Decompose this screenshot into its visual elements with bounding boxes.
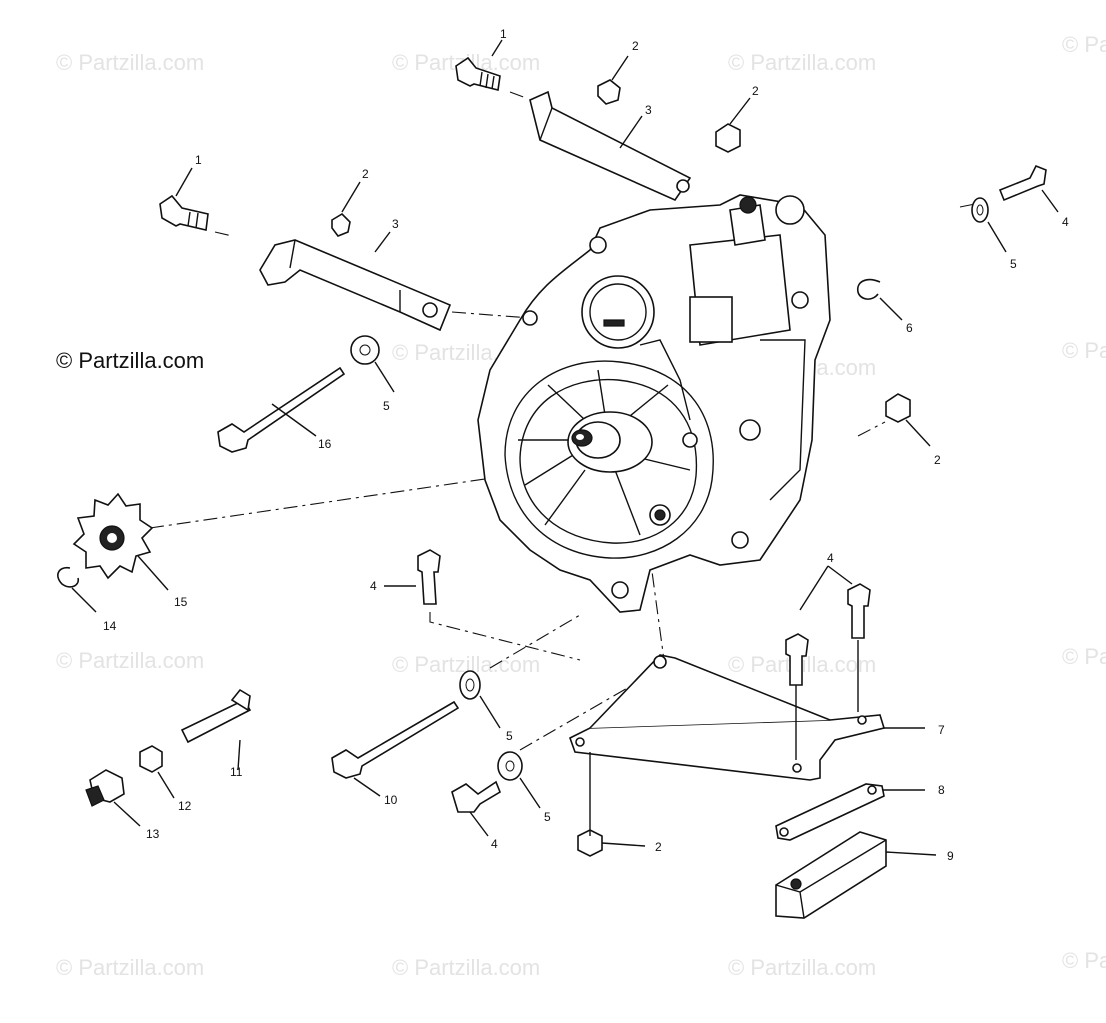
callout-label: 10 [384, 793, 398, 807]
bolt-part-1-top [455, 56, 501, 91]
callout-label: 9 [947, 849, 954, 863]
callout-label: 4 [1062, 215, 1069, 229]
watermark: © Partzilla.com [56, 955, 204, 980]
watermark: © Partzilla.com [1062, 948, 1106, 973]
callout-numbers: 1 2 3 1 2 3 2 4 5 6 5 16 2 15 14 4 4 7 5… [103, 27, 1069, 863]
callout-label: 4 [370, 579, 377, 593]
callout-label: 5 [383, 399, 390, 413]
brand-label: © Partzilla.com [56, 348, 204, 373]
plate-part-8 [775, 783, 885, 841]
spacer-block-part-9 [775, 831, 887, 919]
callout-label: 2 [934, 453, 941, 467]
stud-part-11 [180, 688, 252, 744]
nut-part-2 [139, 79, 911, 857]
watermark: © Partzilla.com [56, 50, 204, 75]
callout-label: 14 [103, 619, 117, 633]
drain-plug-part-13 [85, 769, 125, 807]
watermark: © Partzilla.com [56, 648, 204, 673]
callout-label: 6 [906, 321, 913, 335]
callout-label: 3 [645, 103, 652, 117]
callout-label: 5 [1010, 257, 1017, 271]
bolt-part-10 [331, 700, 460, 779]
washer-part-5 [350, 197, 989, 781]
bolt-part-1-left [159, 194, 209, 231]
mount-bracket-part-7 [569, 654, 886, 781]
bolt-part-4 [417, 164, 1047, 813]
callout-label: 5 [544, 810, 551, 824]
left-bracket [259, 239, 452, 332]
callout-label: 3 [392, 217, 399, 231]
callout-label: 15 [174, 595, 188, 609]
upper-bracket [529, 90, 692, 202]
watermark: © Partzilla.com [728, 50, 876, 75]
callout-label: 4 [827, 551, 834, 565]
watermark: © Partzilla.com [1062, 338, 1106, 363]
snap-ring-part-14 [57, 566, 80, 588]
callout-label: 2 [655, 840, 662, 854]
callout-label: 2 [632, 39, 639, 53]
hub-spokes [518, 369, 691, 536]
watermark: © Partzilla.com [1062, 644, 1106, 669]
watermark: © Partzilla.com [392, 955, 540, 980]
callout-label: 2 [362, 167, 369, 181]
callout-label: 1 [500, 27, 507, 41]
leader-lines [71, 39, 1059, 856]
callout-label: 11 [230, 765, 243, 779]
callout-label: 13 [146, 827, 160, 841]
watermarks: © Partzilla.com © Partzilla.com © Partzi… [56, 32, 1106, 980]
callout-label: 5 [506, 729, 513, 743]
callout-label: 1 [195, 153, 202, 167]
callout-label: 8 [938, 783, 945, 797]
callout-label: 4 [491, 837, 498, 851]
callout-label: 16 [318, 437, 332, 451]
circlip-part-6 [856, 278, 881, 300]
watermark: © Partzilla.com [728, 955, 876, 980]
callout-label: 7 [938, 723, 945, 737]
gearcase-housing [477, 194, 831, 613]
callout-label: 12 [178, 799, 192, 813]
callout-label: 2 [752, 84, 759, 98]
sprocket-part-15 [72, 492, 154, 580]
watermark: © Partzilla.com [1062, 32, 1106, 57]
